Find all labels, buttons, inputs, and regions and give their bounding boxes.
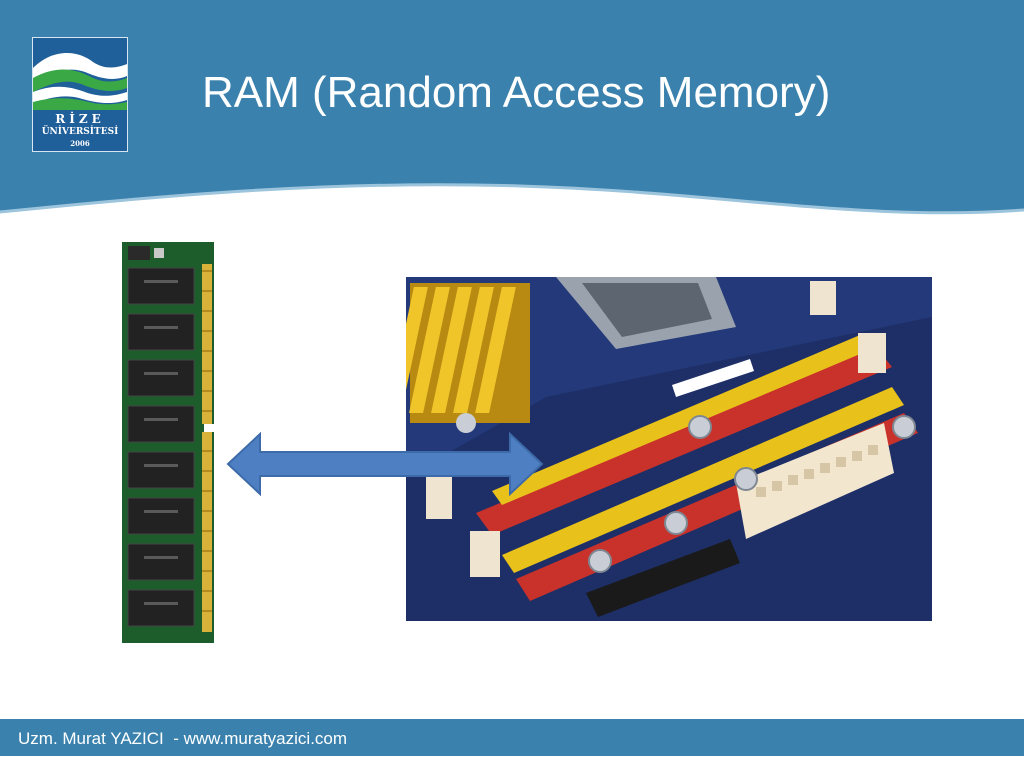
logo-line-2: ÜNİVERSİTESİ	[41, 127, 119, 137]
hills-emblem-icon	[33, 38, 127, 110]
header-band	[0, 0, 1024, 215]
footer-author-url: Uzm. Murat YAZICI - www.muratyazici.com	[18, 729, 348, 748]
footer-bar: Uzm. Murat YAZICI - www.muratyazici.com	[0, 719, 1024, 756]
ram-module-image	[122, 242, 218, 643]
university-logo: RİZE ÜNİVERSİTESİ 2006	[32, 37, 128, 152]
slide-title: RAM (Random Access Memory)	[202, 68, 831, 117]
motherboard-image	[406, 277, 932, 621]
double-arrow-icon	[226, 432, 544, 496]
logo-line-3: 2006	[70, 139, 90, 148]
logo-line-1: RİZE	[55, 112, 105, 126]
